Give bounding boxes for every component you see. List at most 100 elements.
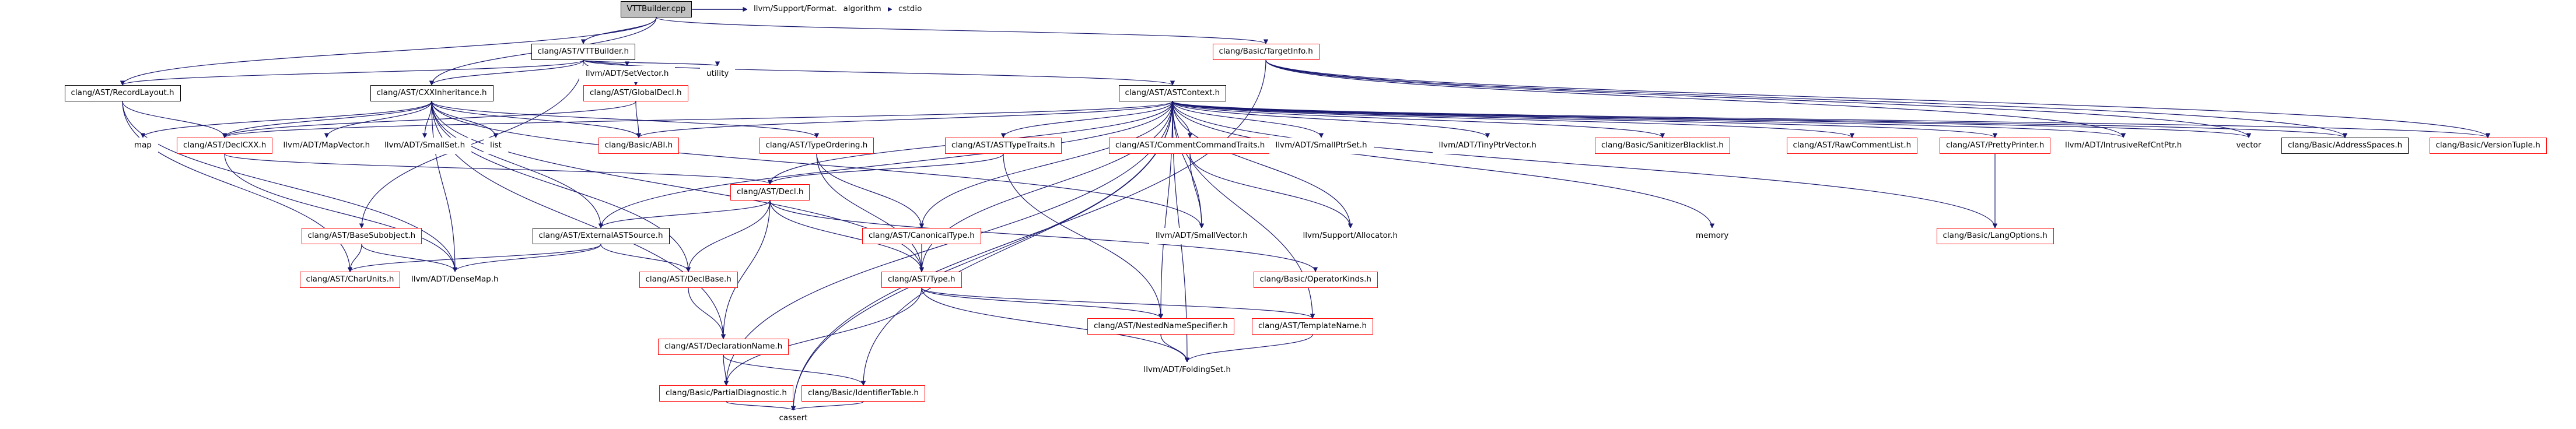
graph-node-list[interactable]: list — [484, 138, 508, 154]
graph-node-dname[interactable]: clang/AST/DeclarationName.h — [658, 339, 789, 355]
graph-node-vector[interactable]: vector — [2230, 138, 2268, 154]
graph-node-nns[interactable]: clang/AST/NestedNameSpecifier.h — [1087, 318, 1234, 335]
graph-node-rlay[interactable]: clang/AST/RecordLayout.h — [64, 85, 181, 101]
graph-node-tord[interactable]: clang/AST/TypeOrdering.h — [759, 138, 874, 154]
graph-node-opk[interactable]: clang/Basic/OperatorKinds.h — [1253, 272, 1378, 288]
graph-node-memory[interactable]: memory — [1689, 228, 1735, 244]
edge-rlay-to-dcxx — [122, 101, 228, 138]
graph-node-aspace[interactable]: clang/Basic/AddressSpaces.h — [2281, 138, 2409, 154]
edge-cxxi-to-extsrc — [431, 101, 604, 228]
graph-node-cct[interactable]: clang/AST/CommentCommandTraits.h — [1109, 138, 1272, 154]
edge-dcxx-to-decl — [224, 153, 772, 185]
edge-tord-to-type — [816, 153, 925, 272]
graph-node-ttr[interactable]: clang/AST/ASTTypeTraits.h — [945, 138, 1062, 154]
edge-actx-to-smvec — [1172, 101, 1205, 228]
edge-actx-to-irc — [1172, 101, 2126, 138]
edge-actx-to-vtup — [1172, 101, 2490, 138]
graph-node-cassert[interactable]: cassert — [772, 410, 814, 427]
edge-type-to-nns — [921, 287, 1164, 319]
edge-decl-to-extsrc — [598, 200, 771, 228]
edge-actx-to-sblk — [1172, 101, 1665, 138]
graph-node-fmt[interactable]: llvm/Support/Format.h — [747, 1, 849, 17]
edge-actx-to-smptr — [1172, 101, 1324, 138]
edge-actx-to-pp — [1172, 101, 1997, 138]
graph-node-utility[interactable]: utility — [700, 66, 736, 82]
graph-node-tname[interactable]: clang/AST/TemplateName.h — [1252, 318, 1373, 335]
graph-node-smptr[interactable]: llvm/ADT/SmallPtrSet.h — [1269, 138, 1374, 154]
edge-actx-to-tinyp — [1172, 101, 1490, 138]
graph-node-pdiag[interactable]: clang/Basic/PartialDiagnostic.h — [659, 385, 793, 402]
graph-node-dbase[interactable]: clang/AST/DeclBase.h — [639, 272, 738, 288]
edge-type-to-tname — [921, 287, 1315, 319]
edge-tinfo-to-vtup — [1265, 59, 2490, 138]
edge-vttb-to-actx — [583, 59, 1175, 86]
graph-node-dcxx[interactable]: clang/AST/DeclCXX.h — [177, 138, 273, 154]
graph-node-dmap[interactable]: llvm/ADT/DenseMap.h — [405, 272, 505, 288]
edge-ttr-to-nns — [1003, 153, 1164, 319]
graph-node-extsrc[interactable]: clang/AST/ExternalASTSource.h — [532, 228, 670, 244]
graph-node-smset[interactable]: llvm/ADT/SmallSet.h — [378, 138, 472, 154]
edge-actx-to-memory — [1172, 101, 1715, 228]
graph-node-canty[interactable]: clang/AST/CanonicalType.h — [862, 228, 981, 244]
graph-node-mapv[interactable]: llvm/ADT/MapVector.h — [276, 138, 377, 154]
graph-node-vttb[interactable]: clang/AST/VTTBuilder.h — [531, 44, 636, 60]
graph-node-rcl[interactable]: clang/AST/RawCommentList.h — [1786, 138, 1918, 154]
edge-cxxi-to-list — [431, 101, 499, 138]
edge-extsrc-to-dmap — [452, 244, 601, 272]
edge-actx-to-alloc — [1172, 101, 1353, 228]
edge-cct-to-smvec — [1189, 153, 1205, 228]
graph-node-idt[interactable]: clang/Basic/IdentifierTable.h — [802, 385, 925, 402]
edge-pdiag-to-cassert — [726, 401, 796, 411]
graph-node-sblk[interactable]: clang/Basic/SanitizerBlacklist.h — [1595, 138, 1730, 154]
edge-type-to-fset — [921, 287, 1190, 363]
graph-node-algo[interactable]: algorithm — [836, 1, 888, 17]
edge-vtt-to-rlay — [120, 17, 657, 86]
edge-cxxi-to-dbase — [431, 101, 691, 272]
edge-actx-to-rcl — [1172, 101, 1854, 138]
edge-cct-to-alloc — [1189, 153, 1353, 228]
edge-gdecl-to-abi — [635, 101, 642, 138]
edge-cxxi-to-tord — [431, 101, 820, 138]
graph-node-abi[interactable]: clang/Basic/ABI.h — [598, 138, 680, 154]
edge-tname-to-fset — [1184, 334, 1313, 363]
edge-rlay-to-cunits — [122, 101, 353, 272]
edge-cxxi-to-mapv — [324, 101, 432, 138]
edge-cxxi-to-dcxx — [222, 101, 432, 138]
graph-node-lopts[interactable]: clang/Basic/LangOptions.h — [1936, 228, 2054, 244]
edge-nns-to-fset — [1160, 334, 1190, 363]
graph-node-map[interactable]: map — [128, 138, 158, 154]
edge-vtt-to-vttb — [580, 17, 657, 44]
graph-node-vtt[interactable]: VTTBuilder.cpp — [620, 1, 692, 17]
graph-node-type[interactable]: clang/AST/Type.h — [881, 272, 962, 288]
edge-actx-to-dcxx — [222, 101, 1173, 138]
graph-node-pp[interactable]: clang/AST/PrettyPrinter.h — [1940, 138, 2051, 154]
graph-node-gdecl[interactable]: clang/AST/GlobalDecl.h — [583, 85, 688, 101]
graph-node-actx[interactable]: clang/AST/ASTContext.h — [1118, 85, 1227, 101]
edge-vttb-to-rlay — [120, 59, 584, 86]
edge-ttr-to-decl — [767, 153, 1004, 185]
edge-extsrc-to-cunits — [347, 244, 601, 272]
graph-node-bsub[interactable]: clang/AST/BaseSubobject.h — [301, 228, 422, 244]
graph-node-tinfo[interactable]: clang/Basic/TargetInfo.h — [1212, 44, 1320, 60]
graph-node-decl[interactable]: clang/AST/Decl.h — [730, 184, 810, 201]
edge-decl-to-opk — [769, 200, 1318, 272]
graph-node-cunits[interactable]: clang/AST/CharUnits.h — [299, 272, 401, 288]
edge-cxxi-to-dname — [431, 101, 726, 339]
graph-node-tinyp[interactable]: llvm/ADT/TinyPtrVector.h — [1432, 138, 1543, 154]
edge-gdecl-to-dcxx — [222, 101, 636, 138]
graph-node-smvec[interactable]: llvm/ADT/SmallVector.h — [1149, 228, 1254, 244]
graph-node-irc[interactable]: llvm/ADT/IntrusiveRefCntPtr.h — [2059, 138, 2189, 154]
graph-node-setv[interactable]: llvm/ADT/SetVector.h — [579, 66, 676, 82]
edge-idt-to-cassert — [790, 401, 864, 411]
graph-node-alloc[interactable]: llvm/Support/Allocator.h — [1296, 228, 1405, 244]
edge-actx-to-aspace — [1172, 101, 2347, 138]
graph-node-fset[interactable]: llvm/ADT/FoldingSet.h — [1137, 362, 1237, 378]
edge-tinfo-to-aspace — [1265, 59, 2347, 138]
edge-cxxi-to-smvec — [431, 101, 1205, 228]
graph-node-cstdio[interactable]: cstdio — [892, 1, 929, 17]
edge-vttb-to-bsub — [359, 59, 584, 228]
graph-node-cxxi[interactable]: clang/AST/CXXInheritance.h — [370, 85, 494, 101]
edge-bsub-to-dmap — [361, 244, 458, 272]
graph-node-vtup[interactable]: clang/Basic/VersionTuple.h — [2429, 138, 2547, 154]
